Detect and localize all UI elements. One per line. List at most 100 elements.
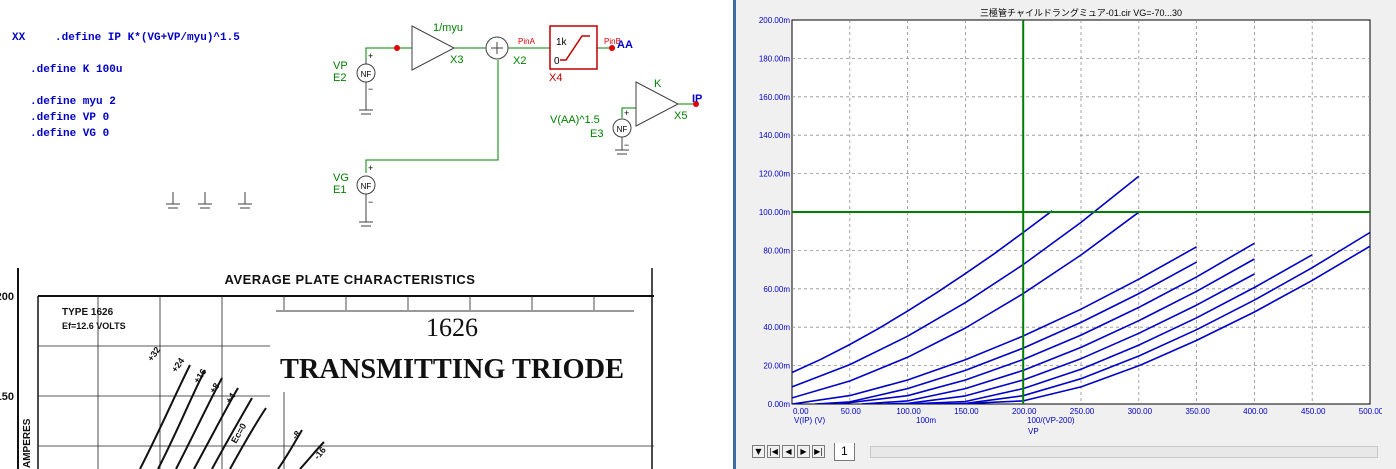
- curve: [815, 261, 1197, 404]
- curve: [838, 242, 1255, 404]
- x2-name: X2: [513, 55, 526, 67]
- e1-name: E1: [333, 184, 346, 196]
- x-tick-label: 300.00: [1128, 407, 1153, 416]
- y-tick-label: 160.00m: [759, 93, 790, 102]
- e2-value: VP: [333, 60, 348, 72]
- node-aa[interactable]: AA: [617, 39, 633, 51]
- nf-label: NF: [361, 70, 372, 79]
- ds-title-box: [276, 310, 634, 392]
- curve: [930, 231, 1370, 404]
- ds-tube-number: 1626: [426, 313, 478, 342]
- y-tick-label: 140.00m: [759, 131, 790, 140]
- datasheet-scan: AVERAGE PLATE CHARACTERISTICS 200 150 AM…: [0, 268, 654, 469]
- x-axis-label-trace: V(IP) (V): [794, 416, 825, 425]
- source-e2[interactable]: NF + − VP E2: [333, 51, 376, 115]
- schematic-pane[interactable]: XX .define IP K*(VG+VP/myu)^1.5 .define …: [0, 0, 735, 469]
- e3-name: E3: [590, 128, 603, 140]
- curve: [792, 175, 1140, 388]
- plot-title: 三極管チャイルドラングミュア-01.cir VG=-70...30: [980, 7, 1182, 18]
- y-tick-label: 40.00m: [763, 323, 790, 332]
- first-page-button[interactable]: ▼: [752, 445, 765, 458]
- amp-x5[interactable]: K X5: [635, 78, 687, 127]
- node-dot: [394, 45, 400, 51]
- define-vp[interactable]: .define VP 0: [30, 112, 109, 124]
- node-dot: [693, 101, 699, 107]
- ds-tick-150: 150: [0, 391, 14, 403]
- curve: [792, 246, 1197, 404]
- x4-upper: 1k: [556, 37, 568, 48]
- x-tick-label: 50.00: [841, 407, 862, 416]
- xx-label: XX: [12, 32, 26, 44]
- plus-label: +: [368, 51, 373, 61]
- curve: [792, 211, 1140, 399]
- x-tick-label: 0.00: [793, 407, 809, 416]
- plus-label: +: [624, 108, 629, 118]
- x-tick-label: 150.00: [954, 407, 979, 416]
- x3-name: X3: [450, 54, 463, 66]
- y-tick-labels: 0.00m20.00m40.00m60.00m80.00m100.00m120.…: [759, 16, 790, 409]
- horizontal-scrollbar[interactable]: [870, 446, 1378, 458]
- x-axis-label-vp: VP: [1028, 427, 1039, 436]
- y-tick-label: 120.00m: [759, 170, 790, 179]
- minus-label: −: [624, 140, 629, 150]
- summer-x2[interactable]: X2: [485, 36, 526, 67]
- ds-curves: [139, 364, 325, 469]
- x-axis-label-scale: 100m: [916, 416, 936, 425]
- x-axis-label-expr: 100/(VP-200): [1027, 416, 1075, 425]
- minus-label: −: [368, 84, 373, 94]
- curve: [953, 245, 1370, 404]
- define-vg[interactable]: .define VG 0: [30, 128, 109, 140]
- y-tick-label: 60.00m: [763, 285, 790, 294]
- ds-curve-label: -16: [312, 445, 328, 461]
- ground-symbols[interactable]: [166, 192, 252, 209]
- x4-name: X4: [549, 72, 562, 84]
- curve: [884, 273, 1255, 404]
- e2-name: E2: [333, 72, 346, 84]
- page-tab-bar: ▼ |◀ ◀ ▶ ▶| 1: [750, 443, 1396, 461]
- ds-curve-label: +4: [223, 391, 237, 405]
- schematic-canvas[interactable]: XX .define IP K*(VG+VP/myu)^1.5 .define …: [0, 0, 735, 469]
- last-tab-button[interactable]: ▶|: [812, 445, 825, 458]
- e3-value: V(AA)^1.5: [550, 114, 600, 126]
- y-tick-label: 20.00m: [763, 362, 790, 371]
- vertical-scrollbar[interactable]: [1382, 8, 1394, 438]
- pin-b-label: PinB: [604, 37, 621, 46]
- tab-label: 1: [841, 444, 848, 458]
- plot-cursors[interactable]: [792, 20, 1370, 404]
- pane-divider[interactable]: [733, 0, 736, 469]
- node-dot: [609, 45, 615, 51]
- x-tick-label: 200.00: [1012, 407, 1037, 416]
- ds-ef-line: Ef=12.6 VOLTS: [62, 321, 126, 331]
- x5-name: X5: [674, 110, 687, 122]
- plot-curves: [792, 175, 1370, 404]
- ds-tick-200: 200: [0, 291, 14, 303]
- amp-x3[interactable]: 1/myu X3: [411, 22, 463, 71]
- ds-tube-name: TRANSMITTING TRIODE: [280, 353, 624, 385]
- y-tick-label: 180.00m: [759, 54, 790, 63]
- x4-lower: 0: [554, 56, 560, 67]
- limiter-x4[interactable]: 1k 0 X4: [549, 25, 598, 84]
- source-e3[interactable]: NF + − V(AA)^1.5 E3: [550, 108, 632, 155]
- node-ip[interactable]: IP: [692, 93, 702, 105]
- nf-label: NF: [617, 125, 628, 134]
- e1-value: VG: [333, 172, 349, 184]
- first-tab-button[interactable]: |◀: [767, 445, 780, 458]
- define-k[interactable]: .define K 100u: [30, 64, 122, 76]
- next-tab-button[interactable]: ▶: [797, 445, 810, 458]
- tab-1[interactable]: 1: [834, 443, 855, 461]
- define-ip[interactable]: .define IP K*(VG+VP/myu)^1.5: [55, 32, 240, 44]
- source-e1[interactable]: NF + − VG E1: [333, 163, 376, 227]
- waveform-window[interactable]: 三極管チャイルドラングミュア-01.cir VG=-70...30 0.00m 2…: [736, 0, 1396, 469]
- y-tick-label: 100.00m: [759, 208, 790, 217]
- define-myu[interactable]: .define myu 2: [30, 96, 116, 108]
- x5-gain: K: [654, 78, 662, 90]
- ds-type-line: TYPE 1626: [62, 307, 114, 318]
- ds-y-axis-label: AMPERES: [22, 418, 33, 468]
- y-tick-label: 0.00m: [768, 400, 791, 409]
- waveform-plot[interactable]: 三極管チャイルドラングミュア-01.cir VG=-70...30 0.00m 2…: [736, 0, 1396, 445]
- curve: [792, 210, 1053, 374]
- ds-curve-label: +24: [169, 356, 186, 374]
- x-tick-label: 500.00: [1359, 407, 1384, 416]
- prev-tab-button[interactable]: ◀: [782, 445, 795, 458]
